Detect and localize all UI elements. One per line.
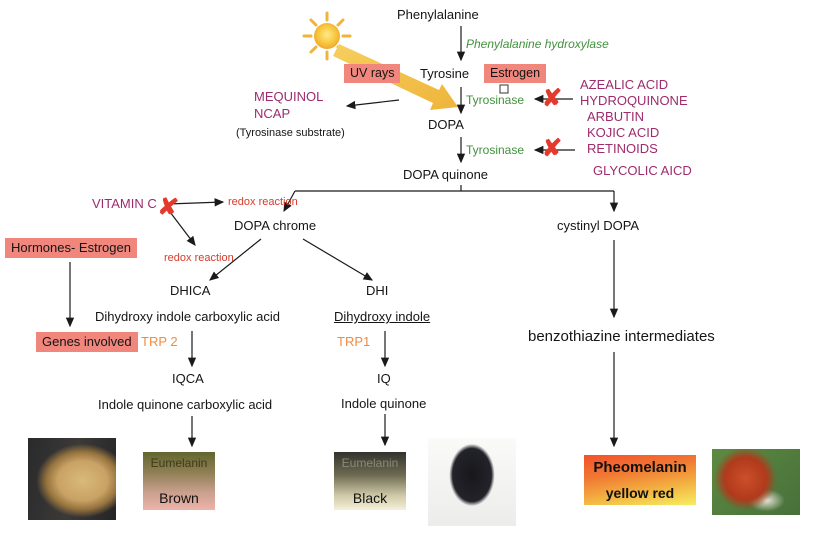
- node-benzothiazine-intermediates: benzothiazine intermediates: [528, 328, 715, 345]
- node-phenylalanine: Phenylalanine: [397, 7, 479, 22]
- node-dhi-full-name: Dihydroxy indole: [334, 309, 431, 324]
- enzyme-tyrosinase-lower: Tyrosinase: [466, 143, 525, 157]
- node-dhi: DHI: [366, 283, 389, 298]
- node-dopa: DOPA: [428, 117, 464, 132]
- product-eumelanin-brown: Eumelanin Brown: [143, 452, 215, 510]
- photo-blonde-hair: [28, 438, 116, 520]
- product-pheomelanin: Pheomelanin yellow red: [584, 455, 696, 505]
- product-shade: Brown: [159, 490, 199, 506]
- inhibition-x-icon: ✘: [156, 192, 180, 223]
- inhibitor-retinoids: RETINOIDS: [587, 141, 658, 156]
- inhibitor-glycolic-acid: GLYCOLIC AICD: [593, 163, 692, 178]
- node-dhica-full-name: Dihydroxy indole carboxylic acid: [95, 309, 280, 324]
- node-dopa-chrome: DOPA chrome: [234, 218, 317, 233]
- inhibition-x-icon: ✘: [542, 135, 563, 162]
- node-tyrosine: Tyrosine: [420, 66, 470, 81]
- inhibitor-ncap: NCAP: [254, 106, 291, 121]
- node-iqca-full-name: Indole quinone carboxylic acid: [98, 397, 273, 412]
- inhibitor-azealic-acid: AZEALIC ACID: [580, 77, 669, 92]
- enzyme-trp2: TRP 2: [141, 334, 178, 349]
- inhibitor-hydroquinone: HYDROQUINONE: [580, 93, 688, 108]
- product-shade: Black: [352, 490, 388, 506]
- enzyme-phenylalanine-hydroxylase: Phenylalanine hydroxylase: [466, 37, 609, 51]
- node-dhica: DHICA: [170, 283, 211, 298]
- product-name: Pheomelanin: [593, 459, 687, 476]
- product-name: Eumelanin: [150, 456, 208, 470]
- hormones-estrogen-badge: Hormones- Estrogen: [5, 238, 137, 258]
- inhibition-x-icon: ✘: [542, 85, 563, 112]
- uv-rays-badge: UV rays: [344, 64, 401, 83]
- enzyme-trp1: TRP1: [337, 334, 371, 349]
- node-cystinyl-dopa: cystinyl DOPA: [557, 218, 640, 233]
- photo-black-hair: [428, 438, 516, 526]
- estrogen-connector-square: [499, 84, 509, 94]
- node-iq: IQ: [377, 371, 391, 386]
- photo-red-hair: [712, 449, 800, 515]
- flow-arrows: [65, 26, 619, 448]
- product-name: Eumelanin: [341, 456, 399, 470]
- node-dopa-quinone: DOPA quinone: [403, 167, 489, 182]
- node-iq-full-name: Indole quinone: [341, 396, 427, 411]
- label-redox-reaction-upper: redox reaction: [228, 196, 298, 208]
- tyrosinase-substrate-note: (Tyrosinase substrate): [236, 127, 345, 139]
- genes-involved-badge: Genes involved: [36, 332, 138, 352]
- estrogen-badge: Estrogen: [484, 64, 547, 83]
- inhibitor-arbutin: ARBUTIN: [587, 109, 645, 124]
- node-iqca: IQCA: [172, 371, 204, 386]
- product-eumelanin-black: Eumelanin Black: [334, 452, 406, 510]
- inhibitor-kojic-acid: KOJIC ACID: [587, 125, 660, 140]
- dopa-quinone-branch-line: [295, 185, 614, 192]
- inhibitor-vitamin-c: VITAMIN C: [92, 196, 157, 211]
- label-redox-reaction-lower: redox reaction: [164, 252, 234, 264]
- sun-icon: [302, 11, 352, 61]
- enzyme-tyrosinase-upper: Tyrosinase: [466, 93, 525, 107]
- product-shade: yellow red: [605, 485, 675, 501]
- inhibitor-mequinol: MEQUINOL: [254, 89, 324, 104]
